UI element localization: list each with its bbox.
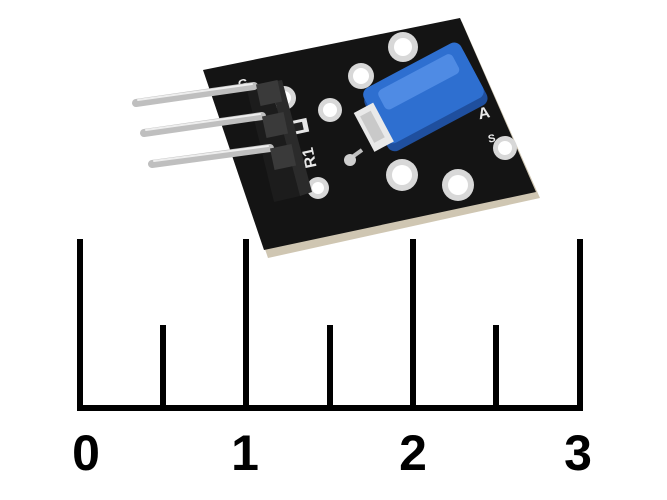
ruler	[77, 239, 583, 411]
tilt-switch-icon	[344, 42, 488, 166]
ruler-label-2: 2	[399, 425, 427, 481]
silkscreen-s: S	[487, 132, 497, 145]
silkscreen-a: A	[477, 104, 492, 123]
pin-header-icon	[132, 79, 312, 202]
ruler-label-0: 0	[72, 425, 100, 481]
silkscreen-r1: R1	[300, 146, 321, 170]
ruler-label-3: 3	[564, 425, 592, 481]
ruler-label-1: 1	[231, 425, 259, 481]
